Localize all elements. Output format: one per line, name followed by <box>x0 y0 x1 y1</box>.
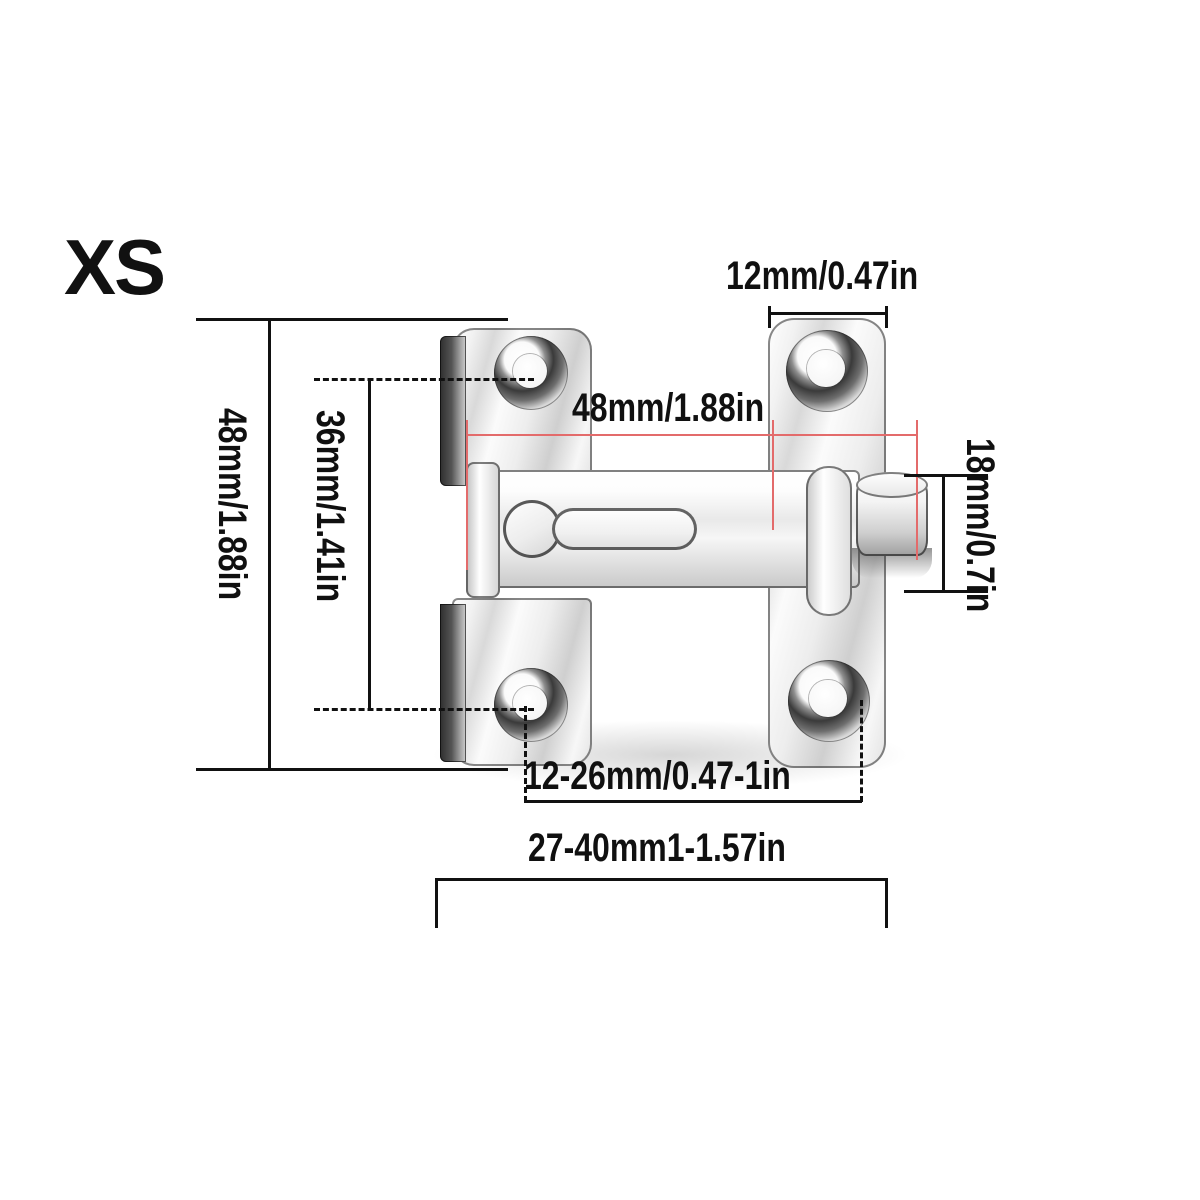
height-dimension-line <box>268 318 271 770</box>
screw-hole-bottom-right <box>788 660 870 742</box>
pin-height-extension-top <box>904 474 988 477</box>
hinge-edge-top <box>440 336 466 486</box>
total-span-label: 27-40mm1-1.57in <box>528 826 786 870</box>
latch-slot-circle <box>503 500 561 558</box>
pin-height-extension-bottom <box>904 590 988 593</box>
overall-width-label: 48mm/1.88in <box>572 386 765 430</box>
hinge-edge-bottom <box>440 604 466 762</box>
screw-hole-top-right <box>786 330 868 412</box>
hole-spacing-extension-bottom <box>314 708 534 711</box>
gap-range-label: 12-26mm/0.47-1in <box>524 754 791 798</box>
gap-extension-right <box>860 700 863 802</box>
pin-height-dimension-line <box>942 474 945 592</box>
hinge-barrel <box>466 462 500 598</box>
hole-spacing-extension-top <box>314 378 534 381</box>
size-label: XS <box>64 223 166 311</box>
span-extension-left <box>435 880 438 928</box>
plate-width-tick-left <box>768 306 771 328</box>
plate-width-dimension-line <box>768 312 888 315</box>
screw-hole-top-left <box>494 336 568 410</box>
width-reference-tick-left <box>466 420 468 570</box>
span-dimension-line <box>435 878 888 881</box>
hole-spacing-label: 36mm/1.41in <box>308 410 352 603</box>
width-reference-tick-right <box>916 420 918 560</box>
gap-extension-left <box>524 706 527 802</box>
hole-spacing-dimension-line <box>368 378 371 710</box>
pin-height-label: 18mm/0.7in <box>958 438 1002 613</box>
screw-hole-bottom-left <box>494 668 568 742</box>
overall-height-label: 48mm/1.88in <box>210 408 254 601</box>
locking-pin-stem <box>806 466 852 616</box>
width-reference-tick-mid <box>772 420 774 530</box>
width-reference-line <box>466 434 918 436</box>
plate-width-tick-right <box>885 306 888 328</box>
span-extension-right <box>885 880 888 928</box>
plate-width-label: 12mm/0.47in <box>726 254 919 298</box>
height-extension-line-bottom <box>196 768 508 771</box>
latch-slot-channel <box>552 508 697 550</box>
height-extension-line-top <box>196 318 508 321</box>
gap-dimension-line <box>524 800 862 803</box>
